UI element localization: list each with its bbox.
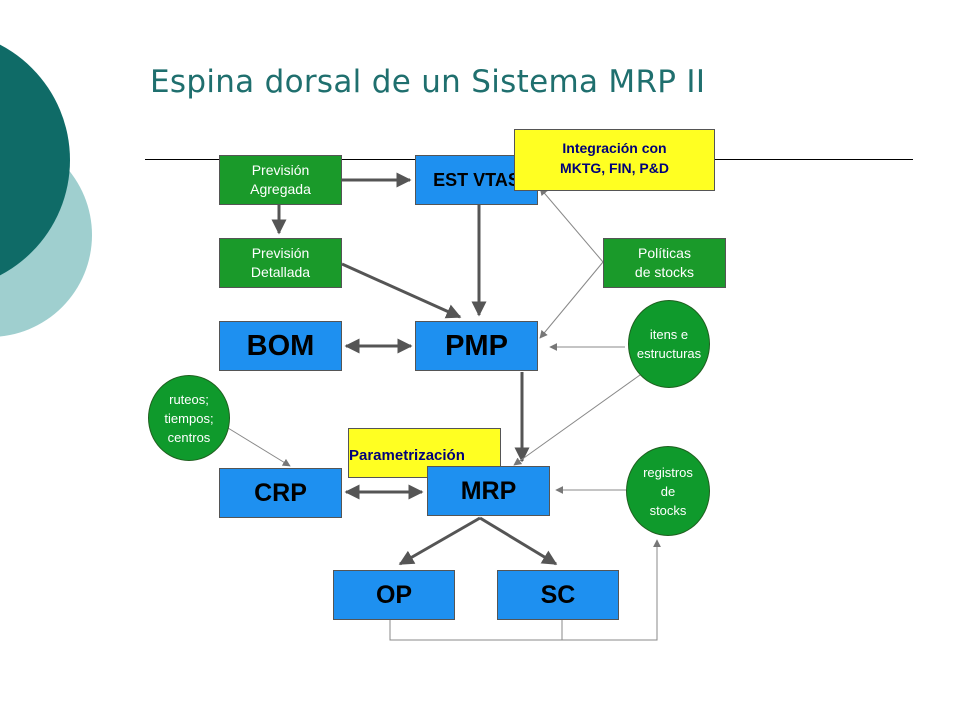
prevision-agregada-box: Previsión Agregada: [219, 155, 342, 205]
integracion-box: Integración con MKTG, FIN, P&D: [514, 129, 715, 191]
pmp-box: PMP: [415, 321, 538, 371]
crp-box: CRP: [219, 468, 342, 518]
op-box: OP: [333, 570, 455, 620]
arrow-mrp-to-sc: [479, 516, 558, 566]
sc-box: SC: [497, 570, 619, 620]
bom-box: BOM: [219, 321, 342, 371]
mrp-box: MRP: [427, 466, 550, 516]
arrow-detallada-to-pmp: [341, 262, 462, 319]
page-title: Espina dorsal de un Sistema MRP II: [150, 64, 706, 100]
arrow-politicas-to-pmp: [539, 261, 604, 339]
arrow-ruteos-to-crp: [227, 427, 291, 467]
feedback-op-sc-to-registros: [389, 539, 661, 641]
registros-stocks-circle: registros de stocks: [626, 446, 710, 536]
arrow-itens-to-mrp: [513, 374, 641, 466]
arrow-politicas-to-estvtas: [539, 187, 604, 263]
arrow-mrp-to-op: [398, 516, 481, 566]
politicas-box: Políticas de stocks: [603, 238, 726, 288]
prevision-detallada-box: Previsión Detallada: [219, 238, 342, 288]
decorative-circles: [0, 44, 92, 337]
ruteos-circle: ruteos; tiempos; centros: [148, 375, 230, 461]
dark-teal-circle: [0, 44, 70, 276]
itens-estructuras-circle: itens e estructuras: [628, 300, 710, 388]
